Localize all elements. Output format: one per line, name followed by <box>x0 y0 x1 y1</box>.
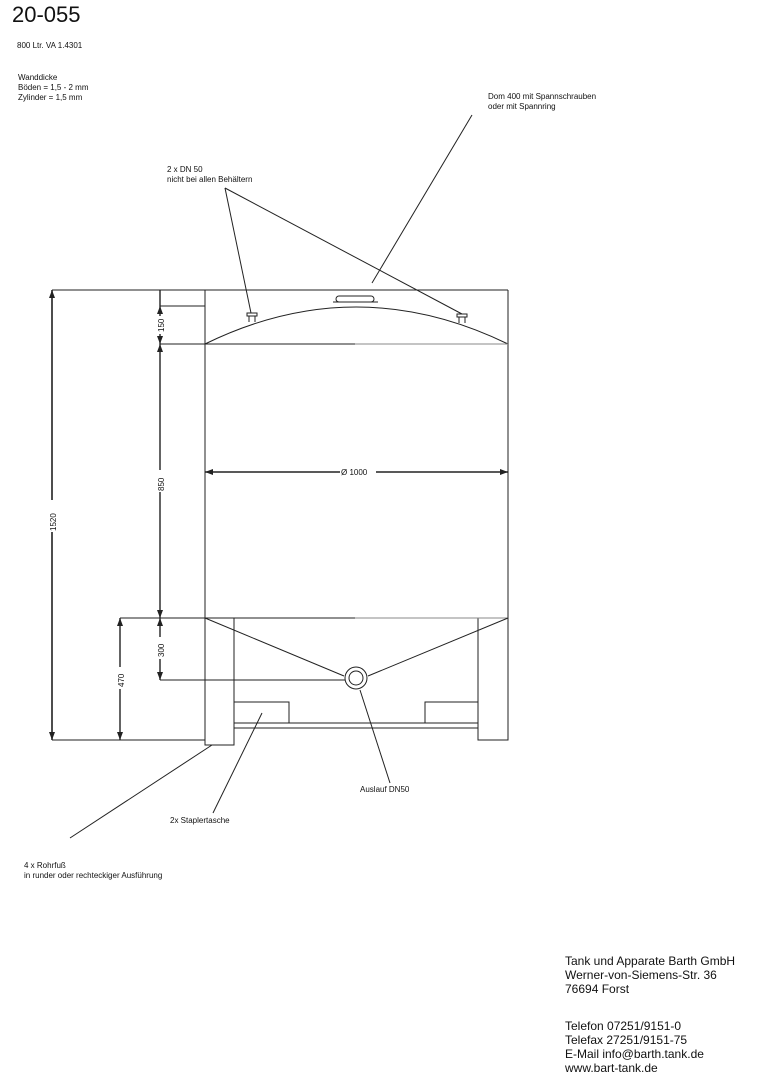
dim-cylinder: 850 <box>157 477 166 491</box>
cone-left-wall <box>204 617 345 677</box>
top-head-dish <box>204 306 509 345</box>
forklift-callout: 2x Staplertasche <box>170 816 230 825</box>
company-web: www.bart-tank.de <box>565 1061 658 1075</box>
nozzle-callout-line1: 2 x DN 50 <box>167 165 203 174</box>
arrow-head-bottom <box>157 336 163 344</box>
arrow-outlet-bottom <box>117 732 123 740</box>
dim-cone-bg <box>155 637 166 659</box>
leader-outlet <box>359 689 391 784</box>
outlet-outer <box>344 666 368 690</box>
dim-cyl-bg <box>155 470 166 492</box>
manway-dome <box>335 295 375 303</box>
nozzle-left-flange <box>246 312 258 317</box>
left-leg <box>204 617 235 746</box>
nozzle-callout-line2: nicht bei allen Behältern <box>167 175 253 184</box>
base-crossbar <box>233 722 479 729</box>
legs-callout-line2: in runder oder rechteckiger Ausführung <box>24 871 163 880</box>
dome-callout: Dom 400 mit Spannschrauben oder mit Span… <box>488 92 596 112</box>
arrow-cone-bottom <box>157 672 163 680</box>
dim-diameter-bg <box>340 466 376 477</box>
dim-cone: 300 <box>157 643 166 657</box>
company-contact-block: Telefon 07251/9151-0 Telefax 27251/9151-… <box>565 1019 704 1075</box>
dim-outlet-bg <box>115 667 126 689</box>
company-name: Tank und Apparate Barth GmbH <box>565 954 736 968</box>
company-address-block: Tank und Apparate Barth GmbH Werner-von-… <box>565 954 735 996</box>
dim-head-bg <box>155 316 166 334</box>
company-email: E-Mail info@barth.tank.de <box>565 1047 704 1061</box>
arrow-dia-right <box>500 469 508 475</box>
outlet-inner <box>348 670 364 686</box>
arrow-cyl-bottom <box>157 610 163 618</box>
dim-diameter: Ø 1000 <box>341 468 368 477</box>
leader-nozzle-right <box>224 187 463 315</box>
leader-forklift <box>212 712 263 814</box>
company-street: Werner-von-Siemens-Str. 36 <box>565 968 717 982</box>
dim-total-height: 1520 <box>49 513 58 531</box>
outlet-callout: Auslauf DN50 <box>360 785 410 794</box>
cone-right-wall <box>367 617 509 677</box>
dome-callout-line2: oder mit Spannring <box>488 102 556 111</box>
dim-total-bg <box>47 500 58 532</box>
legs-callout: 4 x Rohrfuß in runder oder rechteckiger … <box>24 861 162 881</box>
dome-callout-line1: Dom 400 mit Spannschrauben <box>488 92 597 101</box>
dim-top-head: 150 <box>157 318 166 332</box>
leader-dome <box>371 114 473 284</box>
arrow-total-bottom <box>49 732 55 740</box>
company-phone: Telefon 07251/9151-0 <box>565 1019 682 1033</box>
wall-thickness-title: Wanddicke <box>18 73 58 82</box>
dim-outlet-height: 470 <box>117 673 126 687</box>
drawing-number: 20-055 <box>12 2 81 27</box>
company-fax: Telefax 27251/9151-75 <box>565 1033 688 1047</box>
leader-legs <box>69 744 213 839</box>
company-city: 76694 Forst <box>565 982 630 996</box>
arrow-cone-top <box>157 618 163 626</box>
arrow-head-top <box>157 306 163 314</box>
forklift-pocket-right <box>424 701 479 724</box>
arrow-dia-left <box>205 469 213 475</box>
nozzle-right-flange <box>456 313 468 318</box>
wall-thickness-cylinder: Zylinder = 1,5 mm <box>18 93 83 102</box>
wall-thickness-heads: Böden = 1,5 - 2 mm <box>18 83 89 92</box>
leader-nozzle-left <box>224 187 252 314</box>
drawing-subtitle: 800 Ltr. VA 1.4301 <box>17 41 83 50</box>
forklift-pocket-left <box>233 701 290 724</box>
arrow-outlet-top <box>117 618 123 626</box>
arrow-total-top <box>49 290 55 298</box>
right-leg <box>477 617 509 741</box>
wall-thickness-note: Wanddicke Böden = 1,5 - 2 mm Zylinder = … <box>18 73 88 103</box>
legs-callout-line1: 4 x Rohrfuß <box>24 861 66 870</box>
arrow-cyl-top <box>157 344 163 352</box>
nozzle-callout: 2 x DN 50 nicht bei allen Behältern <box>167 165 252 185</box>
